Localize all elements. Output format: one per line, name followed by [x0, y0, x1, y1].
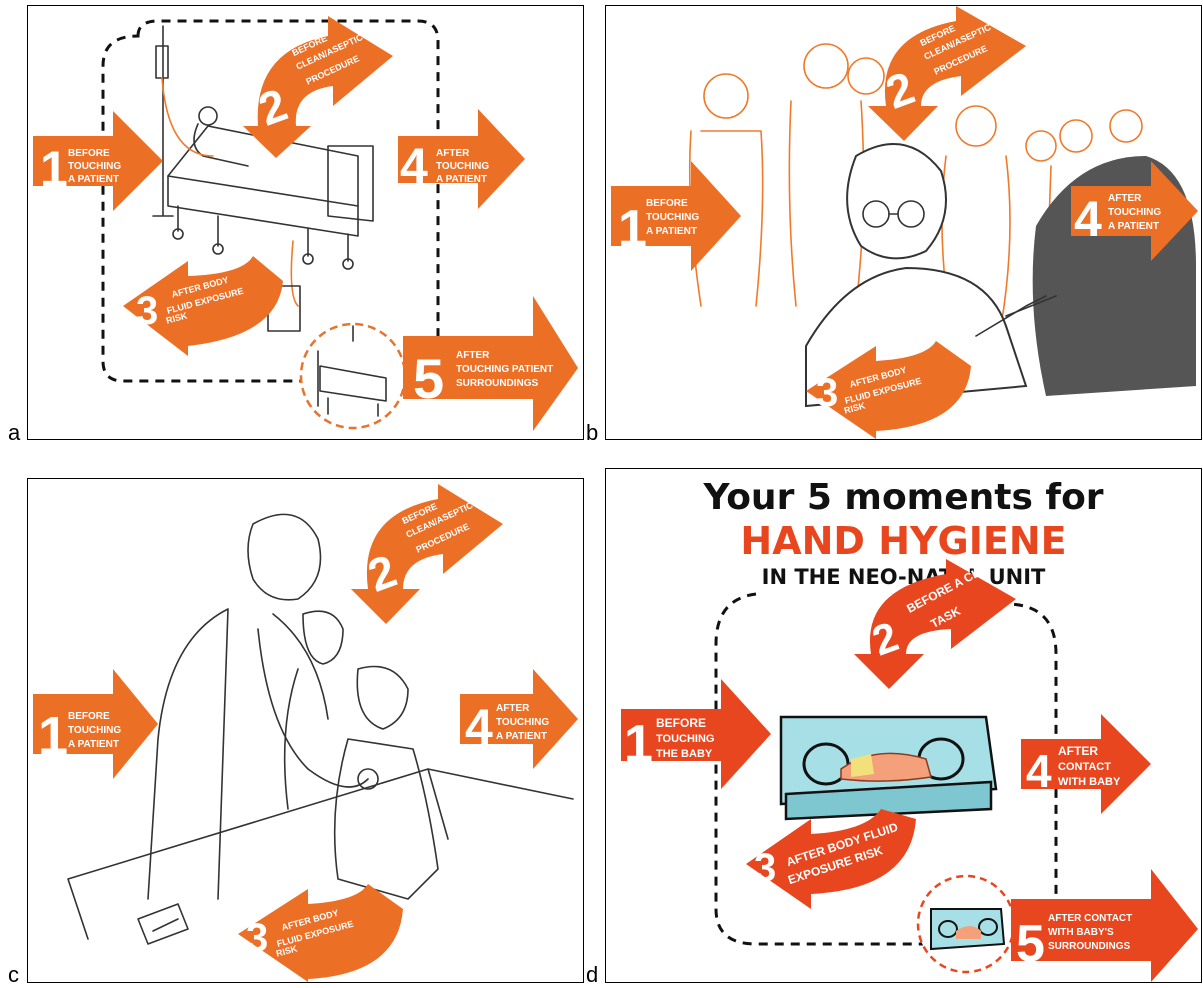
moment-2-arrow: 2 BEFORE CLEAN/ASEPTIC PROCEDURE	[243, 16, 393, 158]
moment-4-text-line1: AFTER	[496, 703, 530, 714]
panel-label-a: a	[8, 420, 20, 446]
panel-label-c: c	[8, 962, 19, 988]
moment-4-number: 4	[1026, 745, 1052, 797]
moment-1-text-line2: TOUCHING	[646, 212, 699, 223]
moment-1-arrow: 1 BEFORE TOUCHING A PATIENT	[33, 111, 163, 211]
panel-b-illustration: 1 BEFORE TOUCHING A PATIENT 2 BEFORE CLE…	[606, 6, 1201, 439]
moment-5-number: 5	[413, 347, 444, 410]
moment-3-number: 3	[136, 289, 158, 333]
moment-1-arrow: 1 BEFORE TOUCHING THE BABY	[621, 679, 771, 789]
moment-1-text-line2: TOUCHING	[68, 725, 121, 736]
moment-4-text-line3: A PATIENT	[496, 731, 547, 742]
moment-4-text-line3: A PATIENT	[436, 174, 487, 185]
moment-1-number: 1	[618, 200, 647, 258]
moment-5-text-line2: TOUCHING PATIENT	[456, 364, 553, 375]
moment-5-text-line3: SURROUNDINGS	[456, 378, 539, 389]
moment-1-text-line1: BEFORE	[68, 148, 110, 159]
moment-4-arrow: 4 AFTER CONTACT WITH BABY	[1021, 714, 1151, 814]
moment-4-number: 4	[465, 699, 493, 755]
moment-4-text-line3: A PATIENT	[1108, 221, 1159, 232]
panel-a-illustration: 1 BEFORE TOUCHING A PATIENT 2 BEFORE CLE…	[28, 6, 583, 439]
moment-2-arrow: 2 BEFORE CLEAN/ASEPTIC PROCEDURE	[351, 484, 503, 624]
moment-2-arrow: 2 BEFORE A CLEAN TASK	[854, 554, 1016, 689]
moment-4-text-line1: AFTER	[436, 148, 470, 159]
moment-1-text-line3: A PATIENT	[68, 174, 119, 185]
panel-c-illustration: 1 BEFORE TOUCHING A PATIENT 2 BEFORE CLE…	[28, 479, 583, 982]
incubator-illustration	[781, 717, 996, 819]
moment-1-text-line3: A PATIENT	[646, 226, 697, 237]
patient-surroundings-circle	[301, 324, 405, 428]
moment-1-number: 1	[624, 715, 653, 773]
moment-1-text-line1: BEFORE	[646, 198, 688, 209]
moment-5-text-line1: AFTER CONTACT	[1048, 913, 1132, 924]
panel-d: Your 5 moments for HAND HYGIENE IN THE N…	[605, 468, 1202, 983]
moment-1-arrow: 1 BEFORE TOUCHING A PATIENT	[611, 161, 741, 271]
moment-4-number: 4	[1074, 191, 1102, 247]
moment-4-arrow: 4 AFTER TOUCHING A PATIENT	[398, 109, 525, 209]
panel-a: 1 BEFORE TOUCHING A PATIENT 2 BEFORE CLE…	[27, 5, 584, 440]
moment-4-text-line2: CONTACT	[1058, 761, 1111, 773]
moment-4-text-line1: AFTER	[1108, 193, 1142, 204]
panel-c: 1 BEFORE TOUCHING A PATIENT 2 BEFORE CLE…	[27, 478, 584, 983]
moment-2-arrow: 2 BEFORE CLEAN/ASEPTIC PROCEDURE	[868, 6, 1026, 141]
moment-1-arrow: 1 BEFORE TOUCHING A PATIENT	[33, 669, 158, 779]
moment-3-number: 3	[246, 916, 268, 960]
moment-3-arrow: 3 AFTER BODY FLUID EXPOSURE RISK	[123, 256, 283, 356]
moment-5-text-line2: WITH BABY'S	[1048, 927, 1114, 938]
moment-5-text-line1: AFTER	[456, 350, 490, 361]
moment-1-text-line1: BEFORE	[656, 716, 706, 730]
moment-1-text-line3: A PATIENT	[68, 739, 119, 750]
moment-5-arrow: 5 AFTER TOUCHING PATIENT SURROUNDINGS	[403, 296, 578, 431]
moment-5-text-line3: SURROUNDINGS	[1048, 941, 1131, 952]
panel-label-b: b	[586, 420, 598, 446]
moment-1-text-line2: TOUCHING	[656, 733, 714, 745]
moment-4-text-line3: WITH BABY	[1058, 776, 1121, 788]
moment-4-text-line2: TOUCHING	[436, 161, 489, 172]
moment-4-text-line2: TOUCHING	[1108, 207, 1161, 218]
moment-3-arrow: 3 AFTER BODY FLUID EXPOSURE RISK	[746, 809, 916, 909]
moment-4-number: 4	[400, 138, 428, 194]
baby-surroundings-circle	[918, 876, 1014, 972]
moment-1-text-line2: TOUCHING	[68, 161, 121, 172]
panel-label-d: d	[586, 962, 598, 988]
moment-4-text-line1: AFTER	[1058, 744, 1098, 758]
panel-d-illustration: 1 BEFORE TOUCHING THE BABY 2 BEFORE A CL…	[606, 469, 1201, 982]
moment-5-arrow: 5 AFTER CONTACT WITH BABY'S SURROUNDINGS	[1011, 869, 1198, 982]
moment-1-text-line1: BEFORE	[68, 711, 110, 722]
moment-1-number: 1	[40, 141, 68, 197]
moment-1-text-line3: THE BABY	[656, 748, 713, 760]
moment-3-number: 3	[816, 371, 838, 415]
moment-4-arrow: 4 AFTER TOUCHING A PATIENT	[460, 669, 578, 769]
moment-1-number: 1	[38, 706, 68, 766]
moment-3-number: 3	[754, 846, 776, 890]
moment-3-arrow: 3 AFTER BODY FLUID EXPOSURE RISK	[238, 884, 403, 982]
panel-b: 1 BEFORE TOUCHING A PATIENT 2 BEFORE CLE…	[605, 5, 1202, 440]
moment-4-text-line2: TOUCHING	[496, 717, 549, 728]
moment-5-number: 5	[1016, 915, 1045, 973]
